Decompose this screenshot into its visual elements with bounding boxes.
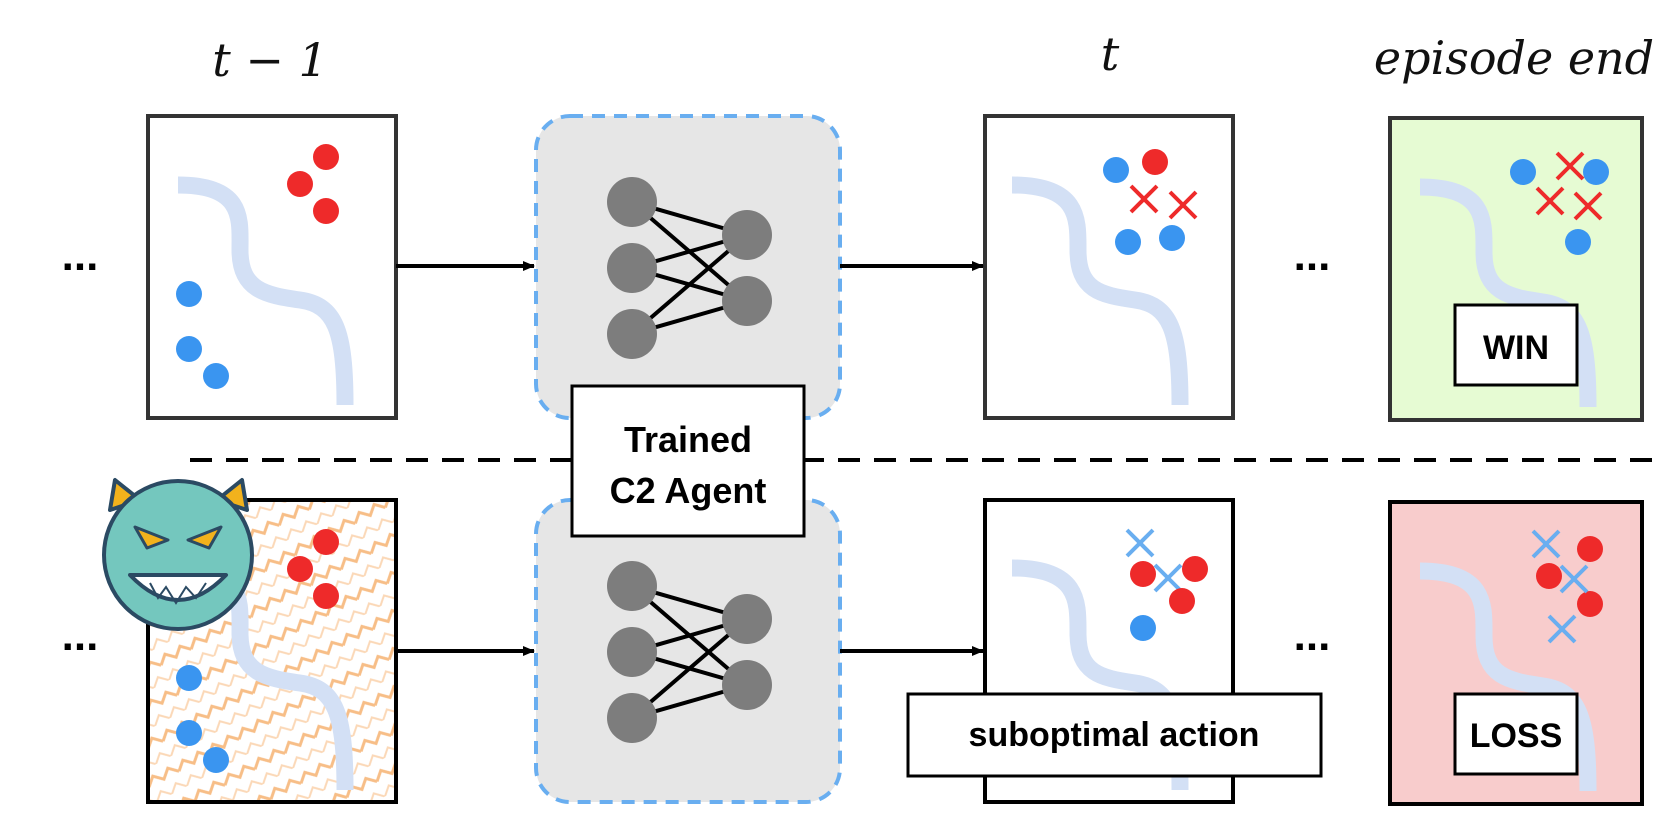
agent-box-top — [534, 114, 842, 420]
agent-box-bottom — [534, 498, 842, 804]
state-panel-top-prev — [146, 114, 398, 420]
ellipsis-top-left: ... — [62, 231, 99, 280]
ellipsis-top-right: ... — [1294, 231, 1331, 280]
outcome-win-badge: WIN — [1453, 303, 1579, 387]
ellipsis-bottom-left: ... — [62, 611, 99, 660]
state-panel-top-current — [983, 114, 1235, 420]
outcome-win-label: WIN — [1483, 329, 1549, 367]
header-episode-end: episode end — [1374, 31, 1654, 85]
agent-label-line1: Trained — [624, 419, 752, 460]
header-prev-step: t − 1 — [212, 33, 328, 87]
header-current-step: t — [1101, 27, 1120, 81]
neural-network-icon — [607, 177, 772, 359]
devil-icon — [102, 478, 254, 631]
ellipsis-bottom-right: ... — [1294, 611, 1331, 660]
agent-label-box: Trained C2 Agent — [570, 384, 806, 538]
suboptimal-action-label: suboptimal action — [969, 716, 1260, 754]
agent-label-line2: C2 Agent — [610, 470, 767, 511]
neural-network-icon — [607, 561, 772, 743]
suboptimal-action-box: suboptimal action — [906, 692, 1323, 778]
outcome-loss-label: LOSS — [1470, 717, 1563, 755]
outcome-loss-badge: LOSS — [1453, 692, 1579, 776]
